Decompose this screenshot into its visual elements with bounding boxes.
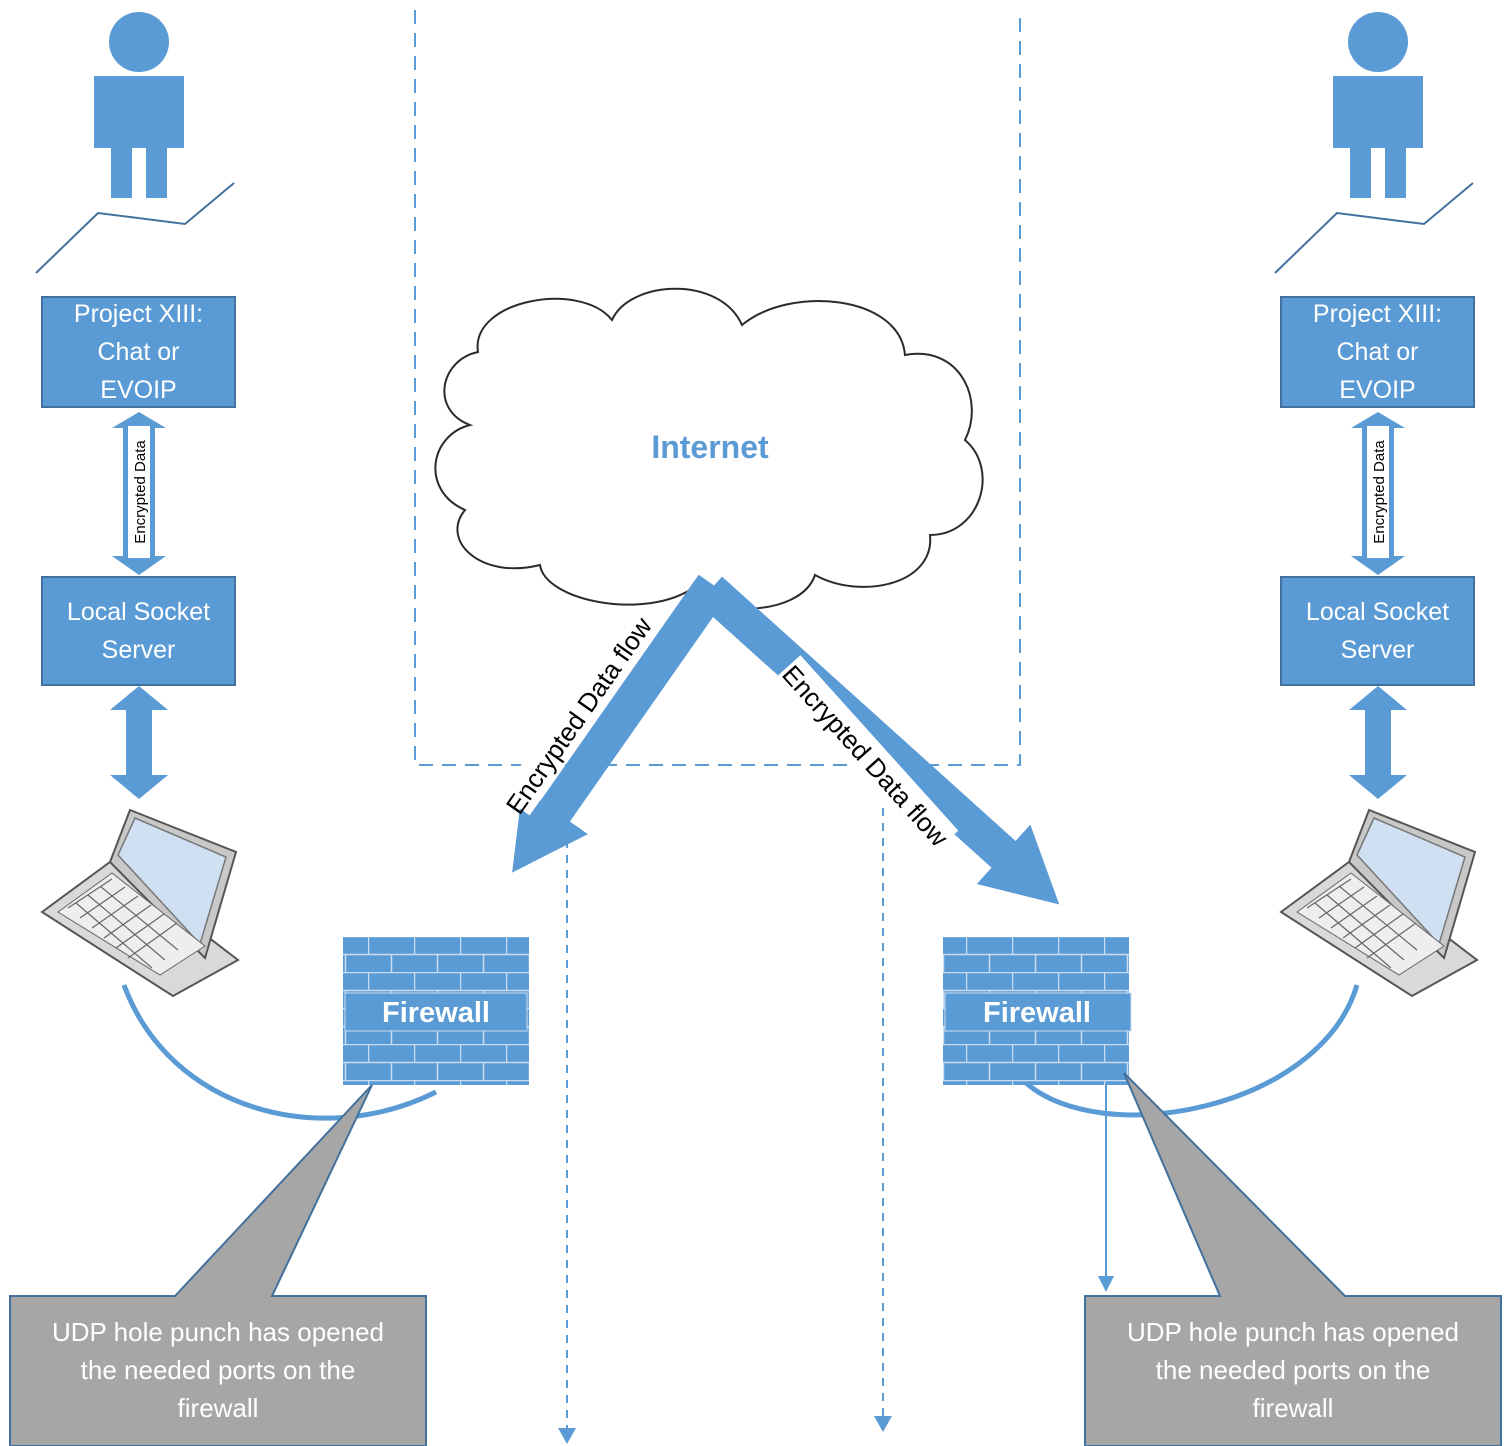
right-callout bbox=[1084, 1072, 1502, 1446]
left-socket-line-2: Server bbox=[101, 636, 176, 664]
internet-cloud-icon bbox=[434, 287, 984, 610]
right-data-flow-arrow bbox=[697, 576, 1060, 905]
left-socket-line-1: Local Socket bbox=[66, 598, 211, 626]
left-callout-line-2: the needed ports on the bbox=[80, 1355, 356, 1385]
right-user-icon bbox=[1333, 12, 1423, 198]
right-app-line-1: Project XIII: bbox=[1312, 300, 1443, 328]
right-socket-laptop-arrow bbox=[1349, 686, 1407, 799]
internet-zone-border bbox=[414, 10, 1021, 766]
right-laptop-icon bbox=[1279, 808, 1479, 998]
left-user-icon bbox=[94, 12, 184, 198]
right-app-line-2: Chat or bbox=[1336, 338, 1419, 366]
right-laptop-firewall-link bbox=[1023, 984, 1360, 1118]
right-firewall-label: Firewall bbox=[983, 997, 1091, 1029]
right-vertical-arrow-label: Encrypted Data bbox=[1371, 440, 1388, 544]
right-app-box: Project XIII: Chat or EVOIP bbox=[1280, 296, 1475, 408]
left-data-flow-arrow bbox=[512, 574, 729, 873]
left-callout-line-3: firewall bbox=[177, 1393, 259, 1423]
right-app-line-3: EVOIP bbox=[1339, 376, 1416, 404]
right-callout-line-1: UDP hole punch has opened bbox=[1127, 1317, 1459, 1347]
left-socket-laptop-arrow bbox=[110, 686, 168, 799]
left-laptop-firewall-link bbox=[121, 984, 438, 1121]
internet-label: Internet bbox=[651, 429, 769, 465]
left-dashed-arrowhead bbox=[558, 1428, 576, 1444]
right-user-connector bbox=[1274, 182, 1474, 274]
right-socket-box: Local Socket Server bbox=[1280, 576, 1475, 686]
left-vertical-arrow-label: Encrypted Data bbox=[132, 440, 149, 544]
left-callout bbox=[9, 1084, 427, 1446]
left-app-box: Project XIII: Chat or EVOIP bbox=[41, 296, 236, 408]
left-user-connector bbox=[35, 182, 235, 274]
right-flow-label: Encrypted Data flow bbox=[776, 659, 954, 852]
right-callout-line-3: firewall bbox=[1252, 1393, 1334, 1423]
left-app-line-1: Project XIII: bbox=[73, 300, 204, 328]
right-callout-text: UDP hole punch has opened the needed por… bbox=[1087, 1300, 1499, 1440]
right-socket-line-1: Local Socket bbox=[1305, 598, 1450, 626]
left-callout-line-1: UDP hole punch has opened bbox=[52, 1317, 384, 1347]
right-callout-line-2: the needed ports on the bbox=[1155, 1355, 1431, 1385]
left-app-line-3: EVOIP bbox=[100, 376, 177, 404]
right-dashed-arrowhead bbox=[874, 1416, 892, 1432]
left-firewall-label: Firewall bbox=[382, 997, 490, 1029]
left-socket-box: Local Socket Server bbox=[41, 576, 236, 686]
left-laptop-icon bbox=[40, 808, 240, 998]
left-callout-text: UDP hole punch has opened the needed por… bbox=[12, 1300, 424, 1440]
right-socket-line-2: Server bbox=[1340, 636, 1415, 664]
left-app-line-2: Chat or bbox=[97, 338, 180, 366]
